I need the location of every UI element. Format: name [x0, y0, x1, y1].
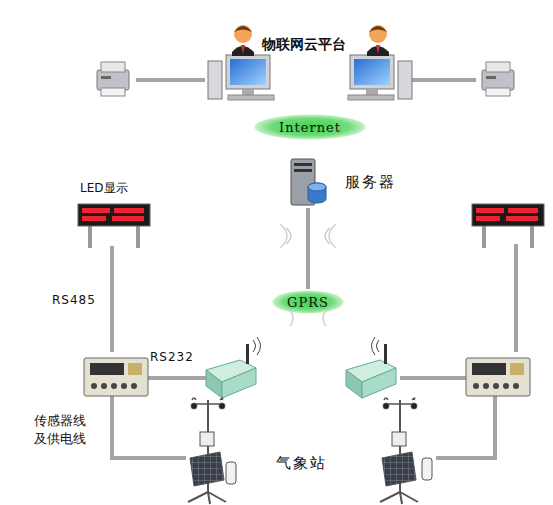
- printer-icons: [97, 62, 514, 96]
- annotation-label: RS485: [52, 293, 96, 307]
- node-label: 物联网云平台: [262, 36, 346, 54]
- server-icon: [285, 157, 331, 207]
- connector-line: [306, 208, 310, 289]
- annotation-label: 气象站: [276, 454, 327, 473]
- weather-stations: [188, 398, 432, 504]
- text-node: LED显示: [80, 180, 128, 197]
- node-label: Internet: [279, 120, 341, 135]
- person-icons: [232, 25, 389, 56]
- network-ellipse: GPRS: [272, 290, 344, 314]
- annotation-label: RS232: [150, 350, 194, 364]
- text-node: 物联网云平台: [262, 36, 346, 54]
- node-label: GPRS: [287, 295, 329, 310]
- computer-icons: [208, 55, 412, 100]
- node-label: LED显示: [80, 180, 128, 197]
- wires: [112, 80, 516, 458]
- annotation-label: 传感器线 及供电线: [34, 412, 90, 447]
- server-node: 服务器: [285, 157, 396, 207]
- node-label: 服务器: [345, 173, 396, 192]
- led-displays: [78, 204, 544, 248]
- gprs-modems: [206, 337, 396, 398]
- network-ellipse: Internet: [254, 114, 366, 140]
